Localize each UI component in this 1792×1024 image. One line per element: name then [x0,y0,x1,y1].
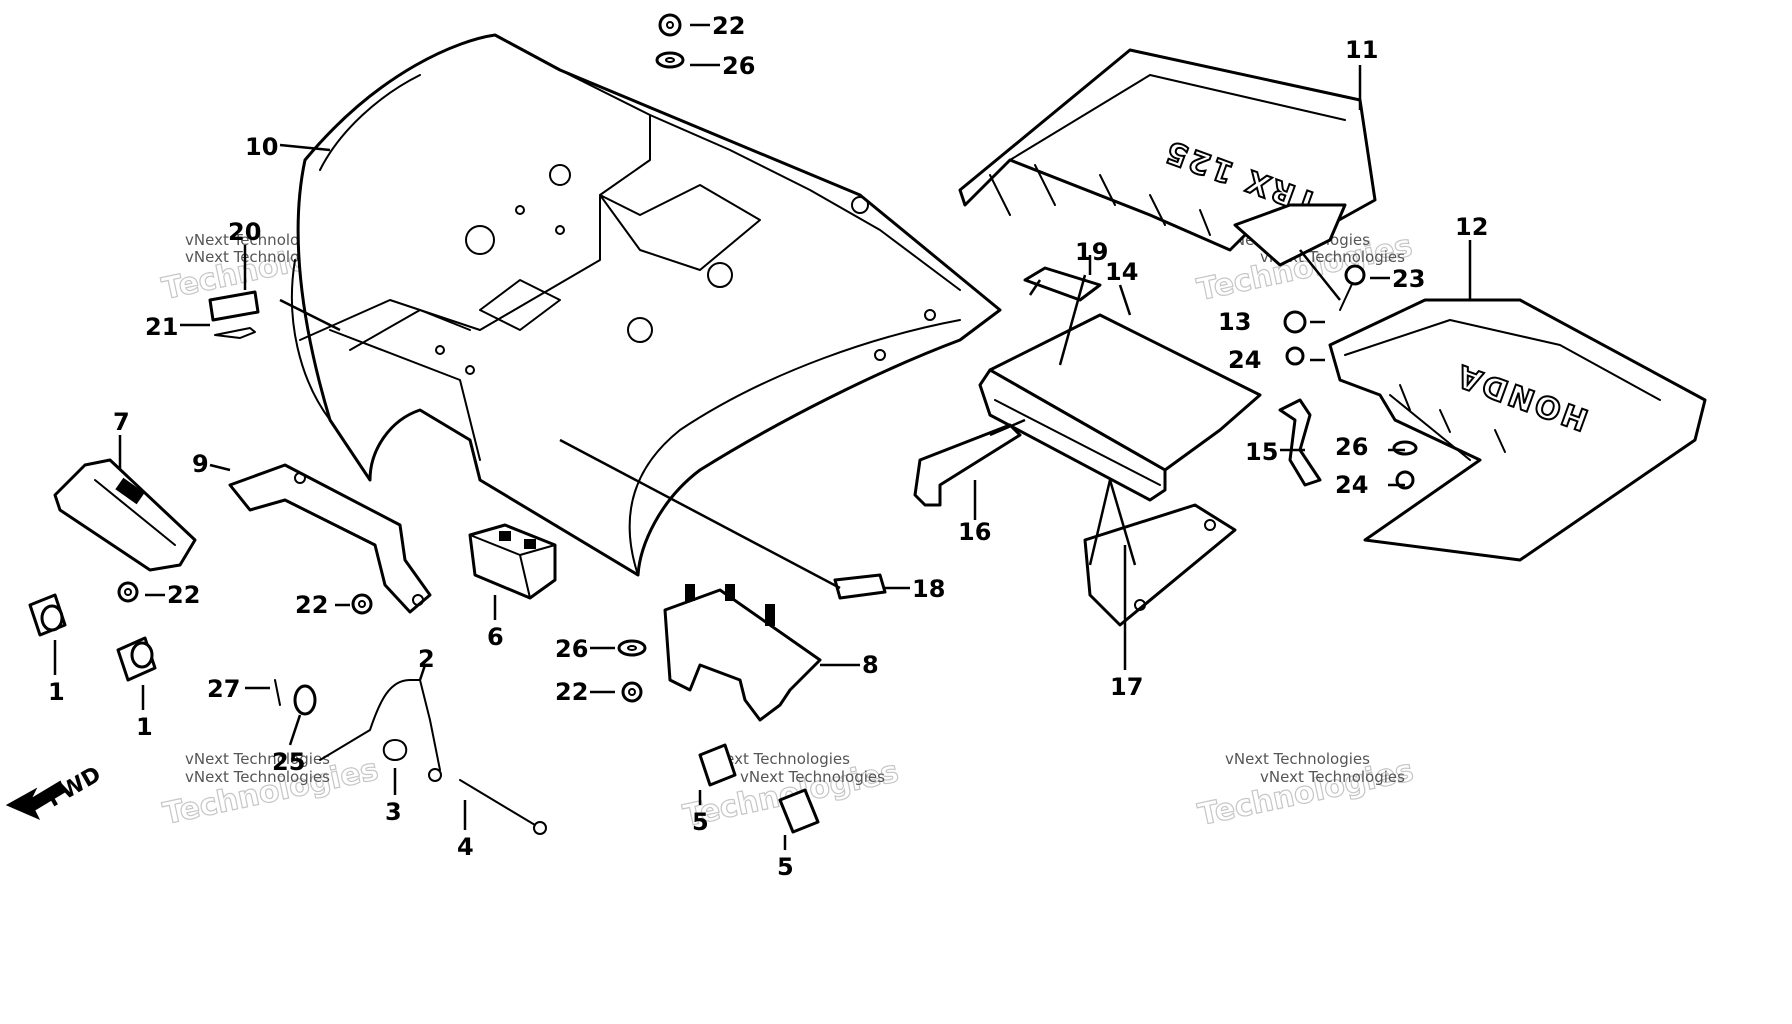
part-10-rear-fender [290,33,1002,577]
part-13-grommet [1283,310,1307,334]
callout-15: 15 [1245,438,1278,466]
part-22-nut-left [117,581,139,603]
callout-17: 17 [1110,673,1143,701]
watermark-small-text: vNext Technologies [185,768,330,786]
part-15-clip [1278,398,1322,487]
part-22-nut-mid [351,593,373,615]
watermark-small-text: vNext Technologies [185,750,330,768]
watermark-small-text: vNext Technologies [1225,750,1370,768]
part-20-decal [208,290,260,322]
callout-23: 23 [1392,265,1425,293]
part-12-rear-panel: HONDA [1328,298,1707,562]
callout-22-left: 22 [167,581,200,609]
callout-7: 7 [113,408,130,436]
part-22-nut-top [658,13,682,37]
part-11-top-cover: TRX 125 [958,48,1377,267]
part-27-pin [274,679,281,706]
part-16-bracket [913,423,1022,507]
part-3-spring [382,739,408,761]
part-17-plate [1083,503,1237,627]
part-23-screw [1339,264,1366,311]
callout-11: 11 [1345,36,1378,64]
callout-19: 19 [1075,238,1108,266]
part-22-nut-lower [621,681,643,703]
callout-1-b: 1 [136,713,153,741]
fwd-arrow-icon: FWD [5,762,106,821]
callout-21: 21 [145,313,178,341]
callout-22-lower: 22 [555,678,588,706]
callout-numbers: 22 26 10 11 12 19 14 20 21 13 24 23 15 2… [48,12,1488,881]
part-5-collar-a [698,743,737,787]
part-14-tool-box [978,313,1262,502]
watermark-small-text: vNext Technologies [740,768,885,786]
callout-8: 8 [862,651,879,679]
watermark-small-text: vNext Technologies [185,231,330,249]
part-6-rubber-mount [468,523,557,600]
callout-9: 9 [192,450,209,478]
part-18-decal [833,573,887,600]
callout-18: 18 [912,575,945,603]
part-24-nut-a [1285,346,1305,366]
callout-5-a: 5 [692,808,709,836]
callout-26-right: 26 [1335,433,1368,461]
callout-1-a: 1 [48,678,65,706]
part-26-washer-mid [617,639,647,657]
watermark-small-text: vNext Technologies [705,750,850,768]
watermark-bottom-right: Technologies vNext Technologies vNext Te… [1195,750,1417,834]
watermark-small-text: vNext Technologies [1260,768,1405,786]
leader-lines [53,23,1472,850]
part-1-collar-a [28,593,67,637]
callout-24: 24 [1228,346,1261,374]
callout-14: 14 [1105,258,1138,286]
callout-27: 27 [207,675,240,703]
part-8-stud-bracket [663,584,822,722]
callout-3: 3 [385,798,402,826]
watermark-bottom-left: Technologies vNext Technologies vNext Te… [159,750,381,833]
part-9-carrier-bracket [228,463,432,614]
callout-12: 12 [1455,213,1488,241]
callout-6: 6 [487,623,504,651]
callout-10: 10 [245,133,278,161]
part-26-washer-right [1392,440,1418,456]
part-2-latch-rod [319,679,442,782]
callout-22: 22 [712,12,745,40]
part-4-bolt [459,779,547,835]
callout-4: 4 [457,833,474,861]
callout-26: 26 [722,52,755,80]
callout-24-right: 24 [1335,471,1368,499]
callout-13: 13 [1218,308,1251,336]
callout-20: 20 [228,218,261,246]
callout-16: 16 [958,518,991,546]
part-26-washer-top [655,51,685,69]
callout-2: 2 [418,645,435,673]
part-25-washer [293,684,317,716]
part-21-clip [214,327,256,339]
callout-5-b: 5 [777,853,794,881]
callout-22-mid: 22 [295,591,328,619]
callout-25: 25 [272,748,305,776]
fwd-label: FWD [43,762,105,812]
part-7-tail-lamp [53,458,197,572]
callout-26-mid: 26 [555,635,588,663]
part-5-collar-b [778,788,820,834]
part-1-collar-b [116,636,157,682]
